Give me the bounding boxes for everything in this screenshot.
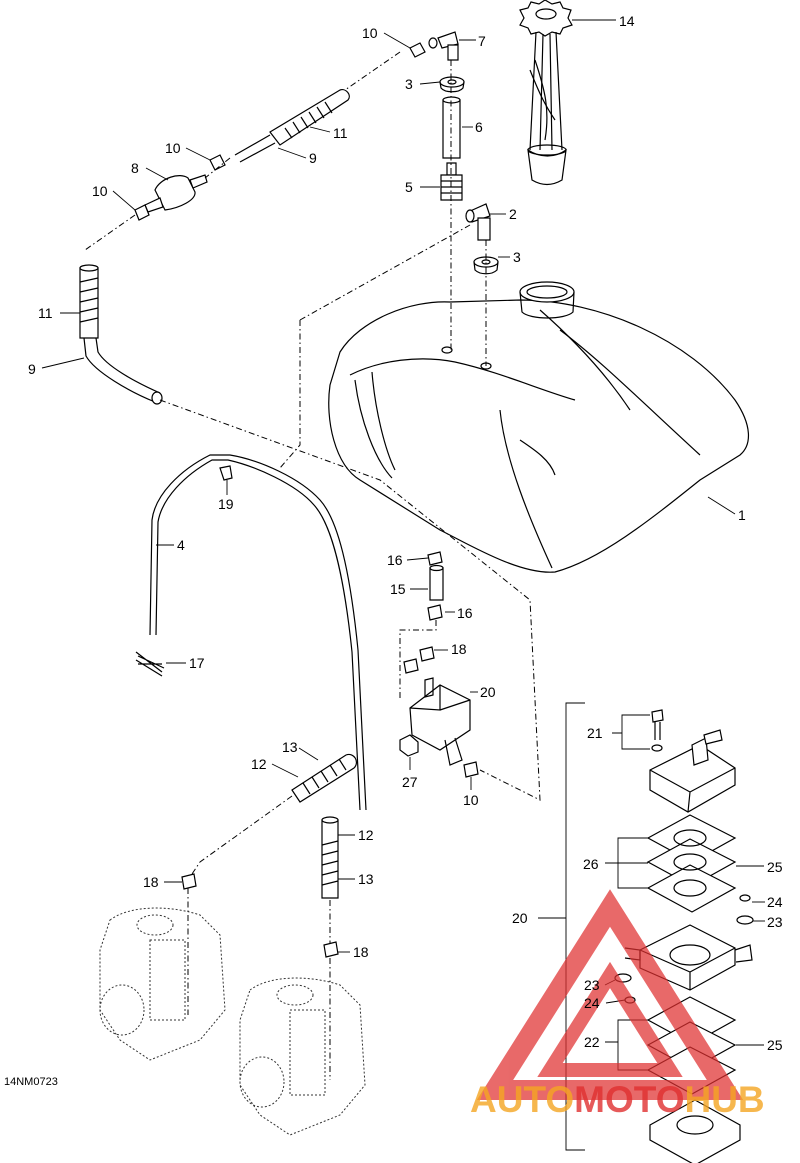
callout: 26 bbox=[583, 856, 599, 872]
callout: 9 bbox=[28, 361, 36, 377]
callout: 3 bbox=[513, 249, 521, 265]
callout: 11 bbox=[333, 125, 348, 141]
watermark-part-hub: HUB bbox=[684, 1079, 764, 1120]
callout: 24 bbox=[584, 995, 600, 1011]
callout: 13 bbox=[282, 739, 298, 755]
callout: 10 bbox=[92, 183, 108, 199]
callout: 9 bbox=[309, 150, 317, 166]
callout: 18 bbox=[353, 944, 369, 960]
callout: 20 bbox=[480, 684, 496, 700]
callout: 5 bbox=[405, 179, 413, 195]
callout: 20 bbox=[512, 910, 528, 926]
bracket-line bbox=[135, 454, 367, 811]
callout: 3 bbox=[405, 76, 413, 92]
callout: 6 bbox=[475, 119, 483, 135]
callout-leaders bbox=[41, 19, 765, 1071]
callout: 1 bbox=[738, 507, 746, 523]
callout: 25 bbox=[767, 1037, 783, 1053]
watermark-part-auto: AUTO bbox=[470, 1079, 574, 1120]
callout: 25 bbox=[767, 859, 783, 875]
callout: 18 bbox=[143, 874, 159, 890]
logo-triangle-outer bbox=[476, 889, 744, 1100]
automotohub-logo-mark bbox=[476, 889, 744, 1100]
callout: 10 bbox=[463, 792, 479, 808]
callout: 23 bbox=[767, 914, 783, 930]
callout: 10 bbox=[165, 140, 181, 156]
vent-assembly bbox=[428, 31, 499, 366]
callout: 12 bbox=[358, 827, 374, 843]
logo-triangle-inner bbox=[537, 961, 683, 1077]
callout: 12 bbox=[251, 756, 267, 772]
fuel-gauge bbox=[519, 0, 573, 186]
reference-code: 14NM0723 bbox=[4, 1076, 58, 1088]
callout: 10 bbox=[362, 25, 378, 41]
callout: 8 bbox=[131, 160, 139, 176]
callout: 19 bbox=[218, 496, 234, 512]
callout: 13 bbox=[358, 871, 374, 887]
callout: 16 bbox=[387, 552, 403, 568]
callout: 21 bbox=[587, 725, 603, 741]
callout: 22 bbox=[584, 1034, 600, 1050]
lower-fuel-lines bbox=[181, 753, 358, 958]
fuel-tank bbox=[328, 281, 750, 573]
callout: 11 bbox=[38, 305, 53, 321]
callout: 14 bbox=[619, 13, 635, 29]
callout: 17 bbox=[189, 655, 205, 671]
callout: 2 bbox=[509, 206, 517, 222]
fuel-pump bbox=[399, 551, 479, 778]
watermark-wordmark: AUTOMOTOHUB bbox=[470, 1079, 765, 1120]
callout: 23 bbox=[584, 977, 600, 993]
callout: 4 bbox=[177, 537, 185, 553]
carburetors bbox=[99, 888, 366, 1136]
callout: 16 bbox=[457, 605, 473, 621]
callout: 24 bbox=[767, 894, 783, 910]
callout: 18 bbox=[451, 641, 467, 657]
callout: 27 bbox=[402, 774, 418, 790]
watermark-part-moto: MOTO bbox=[574, 1079, 684, 1120]
callout: 7 bbox=[478, 33, 486, 49]
upper-fuel-line bbox=[79, 42, 426, 405]
callout: 15 bbox=[390, 581, 406, 597]
callout-labels: 10 7 14 3 6 11 10 9 8 5 10 2 3 11 9 1 19… bbox=[28, 13, 783, 1053]
